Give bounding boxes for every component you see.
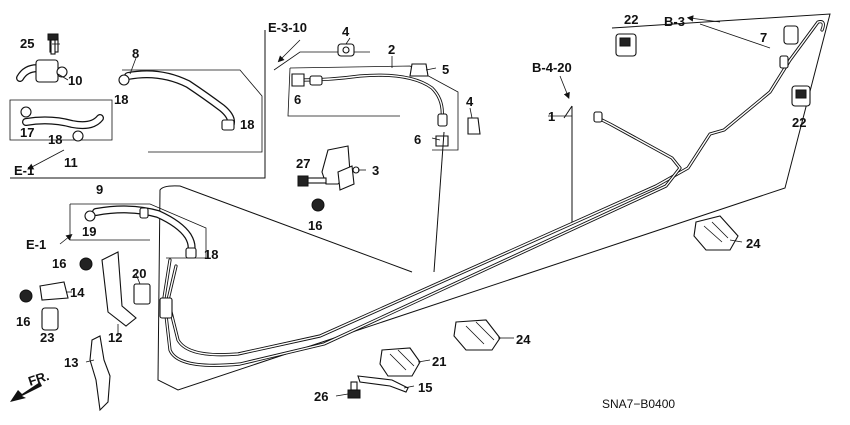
callout-7: 7 — [760, 30, 767, 45]
callout-24b: 24 — [516, 332, 531, 347]
clip-6b — [435, 135, 449, 147]
callout-19: 19 — [82, 224, 96, 239]
reference-arrows — [10, 15, 771, 402]
callout-20: 20 — [132, 266, 146, 281]
clip-4-right — [467, 117, 481, 135]
clip-7 — [783, 25, 799, 45]
callout-22b: 22 — [792, 115, 806, 130]
reference-labels: E-3-10 B-4-20 B-3 E-1 E-1 FR. SNA7−B0400 — [14, 14, 685, 411]
clamp-23 — [41, 307, 59, 331]
callout-17: 17 — [20, 125, 34, 140]
callout-18a: 18 — [114, 92, 128, 107]
callout-24a: 24 — [746, 236, 761, 251]
callout-18b: 18 — [48, 132, 62, 147]
bracket-3-group — [297, 145, 360, 212]
clamp-21 — [379, 347, 421, 377]
callout-16b: 16 — [16, 314, 30, 329]
callout-25: 25 — [20, 36, 34, 51]
hose-8 — [118, 70, 235, 131]
clip-6a — [291, 73, 305, 87]
ref-b3: B-3 — [664, 14, 685, 29]
pipe-2-detail-box — [273, 43, 481, 151]
clip-22-top — [615, 33, 637, 57]
callout-8: 8 — [132, 46, 139, 61]
callout-23: 23 — [40, 330, 54, 345]
callout-22a: 22 — [624, 12, 638, 27]
callout-16a: 16 — [52, 256, 66, 271]
clip-14 — [39, 281, 69, 301]
bracket-12 — [101, 251, 137, 327]
callout-16c: 16 — [308, 218, 322, 233]
clip-5 — [409, 63, 429, 77]
diagram-code: SNA7−B0400 — [602, 397, 675, 411]
callout-18c: 18 — [240, 117, 254, 132]
callout-5: 5 — [442, 62, 449, 77]
callout-26: 26 — [314, 389, 328, 404]
leader-lines — [52, 37, 743, 397]
ref-b4-20: B-4-20 — [532, 60, 572, 75]
callout-6a: 6 — [294, 92, 301, 107]
callout-numbers: 1 2 3 4 4 5 6 6 7 8 9 10 11 12 13 14 15 … — [16, 12, 806, 404]
callout-27: 27 — [296, 156, 310, 171]
clamp-24-right — [693, 215, 739, 251]
bracket-15 — [357, 375, 409, 393]
pipe-2 — [302, 73, 448, 127]
callout-4a: 4 — [342, 24, 350, 39]
callout-15: 15 — [418, 380, 432, 395]
callout-9: 9 — [96, 182, 103, 197]
callout-4b: 4 — [466, 94, 474, 109]
callout-11: 11 — [64, 155, 78, 170]
hose-9-detail-box — [69, 203, 207, 259]
left-small-parts — [19, 251, 151, 412]
callout-10: 10 — [68, 73, 82, 88]
callout-6b: 6 — [414, 132, 421, 147]
callout-1: 1 — [548, 109, 555, 124]
clamp-24-mid — [453, 319, 501, 351]
fuel-pipes-1 — [159, 20, 825, 367]
clip-22-right — [791, 85, 811, 107]
front-direction-label: FR. — [26, 368, 51, 389]
hose-9 — [84, 205, 197, 259]
callout-21: 21 — [432, 354, 446, 369]
top-left-detail-box — [9, 30, 266, 179]
main-assembly-frame — [157, 13, 831, 391]
callout-12: 12 — [108, 330, 122, 345]
callout-3: 3 — [372, 163, 379, 178]
callout-18d: 18 — [204, 247, 218, 262]
clip-4-top — [337, 43, 355, 57]
clip-20 — [133, 283, 151, 305]
bolt-25 — [47, 33, 59, 55]
callout-14: 14 — [70, 285, 85, 300]
ref-e3-10: E-3-10 — [268, 20, 307, 35]
hose-11 — [20, 106, 104, 142]
ref-e1-mid: E-1 — [26, 237, 46, 252]
bolt-26 — [347, 381, 361, 399]
callout-13: 13 — [64, 355, 78, 370]
callout-2: 2 — [388, 42, 395, 57]
bracket-13 — [89, 335, 111, 412]
ref-e1-top: E-1 — [14, 163, 34, 178]
